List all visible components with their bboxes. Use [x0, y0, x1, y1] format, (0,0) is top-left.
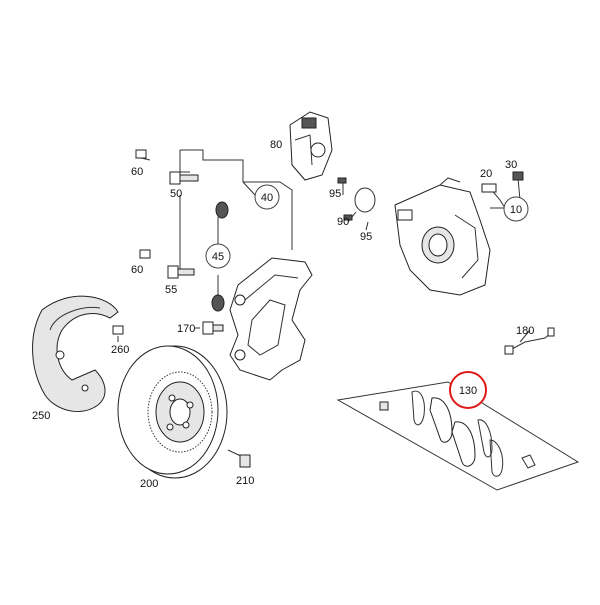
label-260[interactable]: 260	[111, 344, 129, 356]
bolt-50[interactable]	[169, 171, 199, 185]
label-10: 10	[510, 204, 522, 216]
brake-rotor-200[interactable]	[117, 345, 228, 479]
o-ring-90[interactable]	[354, 187, 376, 213]
brake-pad-kit-130[interactable]	[379, 390, 536, 477]
label-80[interactable]: 80	[270, 139, 282, 151]
bolt-60-top[interactable]	[135, 149, 151, 161]
bolt-55[interactable]	[167, 265, 195, 279]
label-30[interactable]: 30	[505, 159, 517, 171]
label-95-bottom[interactable]: 95	[360, 231, 372, 243]
callout-10[interactable]: 10	[503, 196, 529, 222]
splash-shield-250[interactable]	[32, 295, 119, 413]
cap-30[interactable]	[512, 171, 524, 181]
bolt-170[interactable]	[202, 321, 224, 335]
label-50[interactable]: 50	[170, 188, 182, 200]
callout-45[interactable]: 45	[205, 243, 231, 269]
callout-130[interactable]: 130	[449, 371, 487, 409]
label-90[interactable]: 90	[337, 216, 349, 228]
wear-sensor-180[interactable]	[504, 327, 555, 355]
label-210[interactable]: 210	[236, 475, 254, 487]
bolt-60-mid[interactable]	[139, 249, 151, 259]
screw-95-bottom[interactable]	[343, 214, 353, 221]
callout-40[interactable]: 40	[254, 184, 280, 210]
wheel-bolt-210[interactable]	[239, 454, 251, 468]
bleeder-20[interactable]	[481, 183, 497, 193]
label-200[interactable]: 200	[140, 478, 158, 490]
label-45: 45	[212, 251, 224, 263]
label-55[interactable]: 55	[165, 284, 177, 296]
label-170[interactable]: 170	[177, 323, 195, 335]
label-20[interactable]: 20	[480, 168, 492, 180]
label-180[interactable]: 180	[516, 325, 534, 337]
bushing-45-top[interactable]	[215, 201, 229, 219]
label-60-top[interactable]: 60	[131, 166, 143, 178]
actuator-motor-80[interactable]	[289, 111, 333, 181]
label-250[interactable]: 250	[32, 410, 50, 422]
part-labels: 60 50 80 95 90 95 20 30 60 55 170 260 25…	[32, 139, 534, 490]
label-130: 130	[459, 385, 477, 397]
caliper-housing[interactable]	[394, 177, 491, 296]
screw-95-top[interactable]	[337, 177, 347, 184]
bolt-260[interactable]	[112, 325, 124, 335]
caliper-carrier[interactable]	[229, 257, 313, 381]
label-60-mid[interactable]: 60	[131, 264, 143, 276]
label-40: 40	[261, 192, 273, 204]
label-95-top[interactable]: 95	[329, 188, 341, 200]
bushing-45-bottom[interactable]	[211, 294, 225, 312]
